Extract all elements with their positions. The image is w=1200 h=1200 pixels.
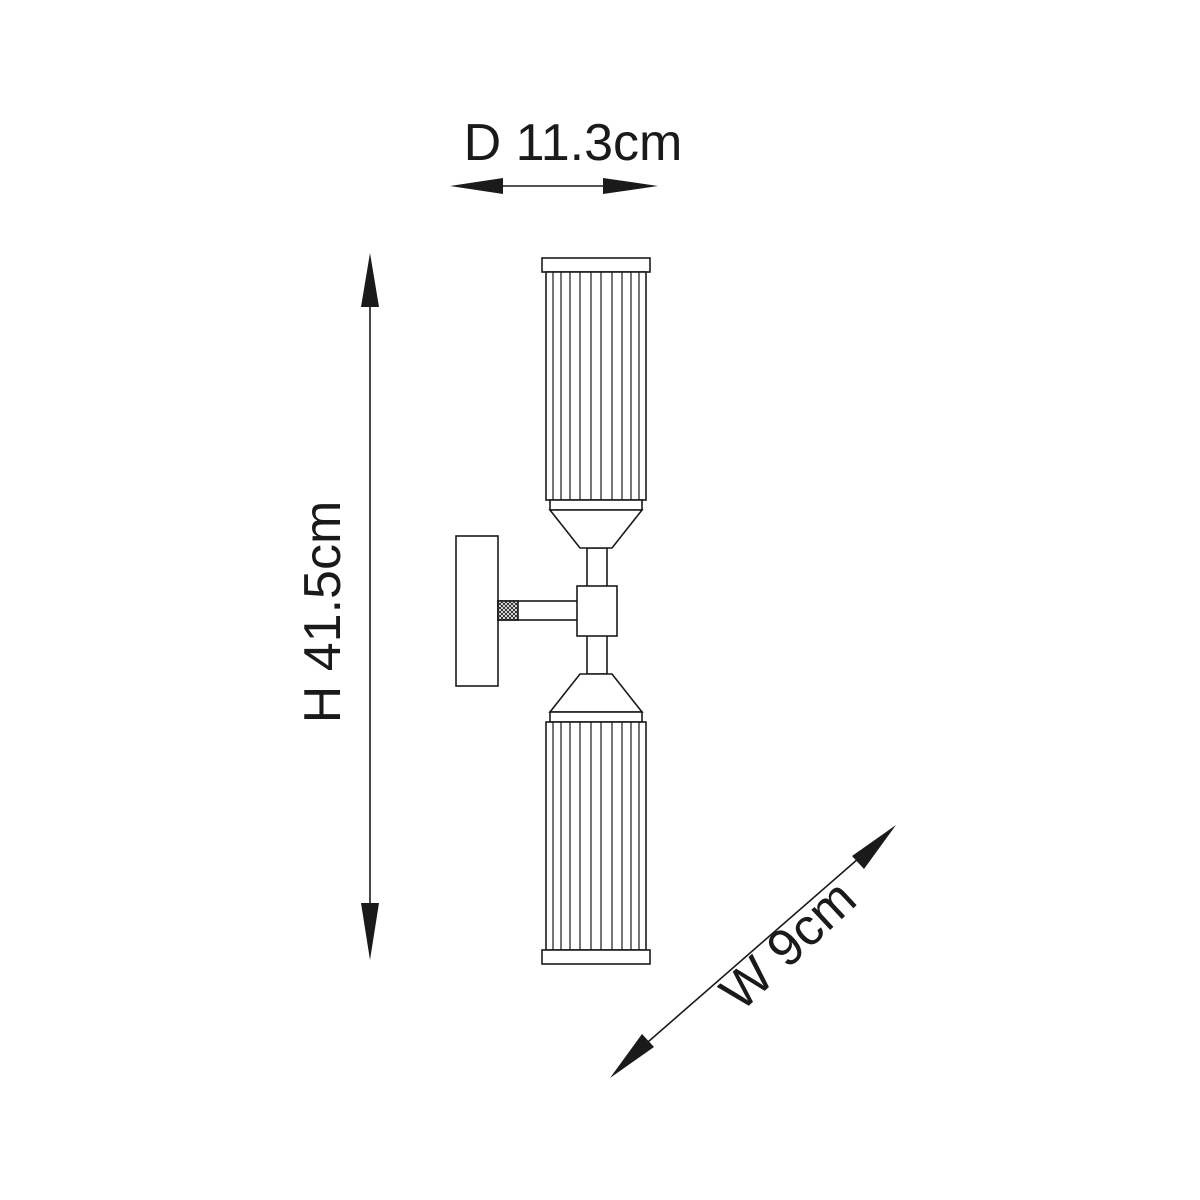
height-arrow-top-icon — [361, 253, 379, 307]
knurled-collar — [497, 600, 519, 621]
upper-shade — [541, 257, 651, 549]
width-label: W 9cm — [709, 869, 867, 1022]
lower-shade-body — [545, 721, 647, 951]
lower-shade-collar — [549, 711, 643, 723]
width-dimension: W 9cm — [610, 825, 896, 1078]
width-arrow-bottom-icon — [610, 1034, 654, 1078]
lower-shade-ribs — [552, 722, 640, 950]
wall-backplate — [455, 535, 499, 687]
upper-shade-top-cap — [541, 257, 651, 273]
upper-shade-body — [545, 271, 647, 501]
upper-shade-ribs — [552, 272, 640, 500]
lower-shade-bottom-cap — [541, 949, 651, 965]
upper-shade-cone — [548, 509, 644, 549]
depth-label: D 11.3cm — [464, 114, 683, 172]
depth-dimension: D 11.3cm — [450, 114, 682, 194]
junction-block — [576, 585, 618, 637]
width-arrow-top-icon — [852, 825, 896, 869]
lower-shade-cone — [548, 673, 644, 713]
lower-shade — [541, 673, 651, 965]
height-label: H 41.5cm — [294, 501, 352, 724]
height-dimension: H 41.5cm — [294, 253, 379, 960]
upper-shade-collar — [549, 499, 643, 511]
height-arrow-bottom-icon — [361, 903, 379, 960]
depth-arrow-left-icon — [450, 178, 503, 194]
depth-arrow-right-icon — [603, 178, 658, 194]
wall-light-drawing — [455, 257, 651, 965]
width-dimension-line — [624, 837, 883, 1063]
